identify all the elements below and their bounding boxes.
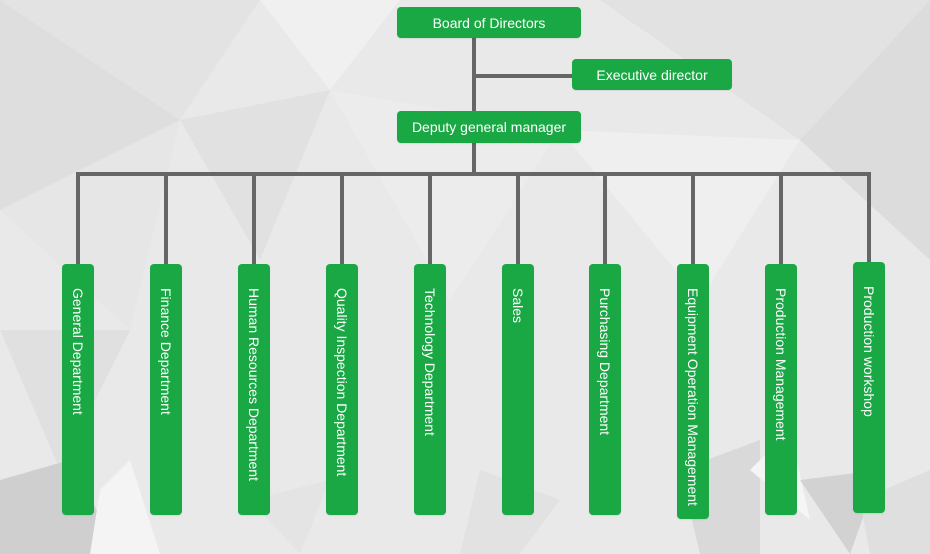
- department-label: Equipment Operation Management: [685, 288, 701, 506]
- department-node-general: General Department: [62, 264, 94, 515]
- node-label: Deputy general manager: [411, 119, 567, 135]
- department-label: Human Resources Department: [246, 288, 262, 481]
- department-node-purchasing: Purchasing Department: [589, 264, 621, 515]
- board-of-directors-node: Board of Directors: [397, 7, 581, 38]
- department-node-technology: Technology Department: [414, 264, 446, 515]
- department-label: Purchasing Department: [597, 288, 613, 436]
- department-label: Sales: [510, 288, 526, 324]
- deputy-general-manager-node: Deputy general manager: [397, 111, 581, 143]
- executive-director-node: Executive director: [572, 59, 732, 90]
- department-node-equipment-operation: Equipment Operation Management: [677, 264, 709, 519]
- department-label: Quality Inspection Department: [334, 288, 350, 477]
- department-label: Production workshop: [861, 286, 877, 417]
- department-node-production-management: Production Management: [765, 264, 797, 515]
- node-label: Executive director: [596, 66, 708, 83]
- department-label: Finance Department: [158, 288, 174, 415]
- department-label: Production Management: [773, 288, 789, 441]
- department-node-production-workshop: Production workshop: [853, 262, 885, 513]
- department-node-human-resources: Human Resources Department: [238, 264, 270, 515]
- node-label: Board of Directors: [432, 14, 546, 31]
- department-node-sales: Sales: [502, 264, 534, 515]
- department-node-quality-inspection: Quality Inspection Department: [326, 264, 358, 515]
- department-node-finance: Finance Department: [150, 264, 182, 515]
- department-label: General Department: [70, 288, 86, 415]
- department-label: Technology Department: [422, 288, 438, 436]
